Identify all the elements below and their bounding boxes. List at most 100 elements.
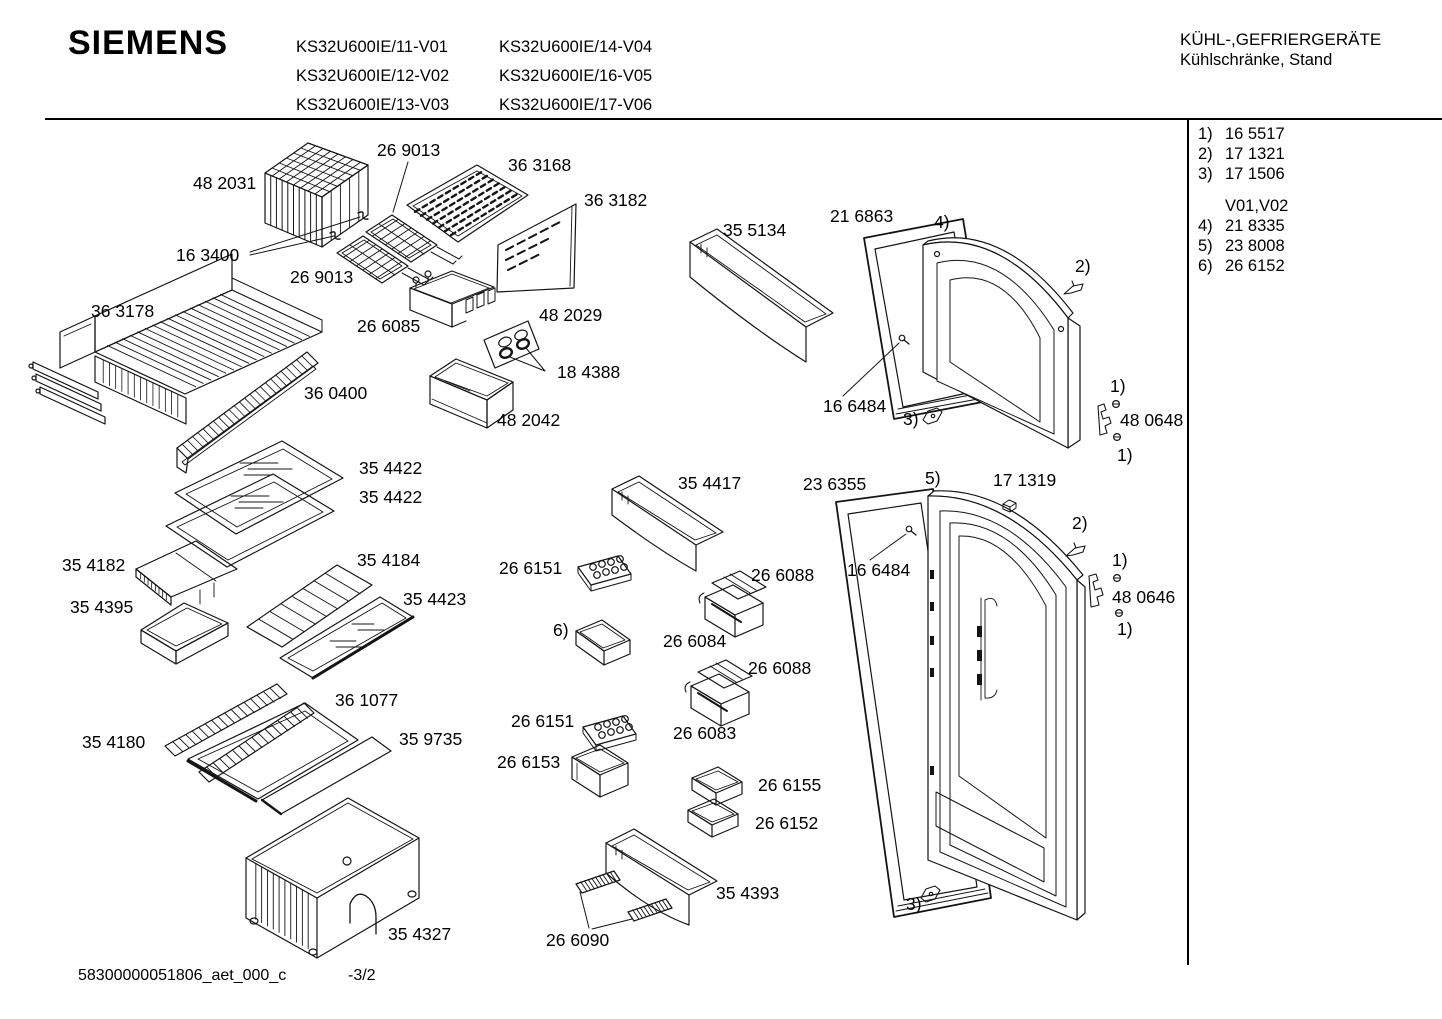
part-label: 5)	[925, 468, 941, 488]
part-label: 36 3168	[508, 155, 572, 175]
freezer-drawer-48-2042	[429, 358, 514, 429]
part-label: 35 4184	[357, 550, 421, 570]
part-label: 4)	[934, 212, 950, 232]
fridge-door	[927, 490, 1086, 921]
part-label: 36 3178	[91, 301, 155, 321]
door-bin-35-4417	[611, 475, 724, 572]
freezer-door-hardware	[842, 280, 1121, 442]
part-label: 35 4393	[716, 883, 780, 903]
tray-35-4395	[140, 602, 229, 665]
part-label: 16 6484	[823, 396, 887, 416]
model-list-col1: KS32U600IE/11-V01 KS32U600IE/12-V02 KS32…	[296, 33, 449, 120]
legend-item: 5)23 8008	[1198, 237, 1285, 255]
part-label: 26 6151	[499, 558, 563, 578]
model-number: KS32U600IE/11-V01	[296, 38, 448, 56]
part-label: 21 6863	[830, 206, 894, 226]
part-label: 26 6090	[546, 930, 610, 950]
glass-shelf-35-4422	[165, 440, 344, 568]
legend-item: 1)16 5517	[1198, 125, 1285, 143]
part-label: 1)	[1110, 376, 1126, 396]
part-label: 35 4422	[359, 487, 423, 507]
part-label: 35 5134	[723, 220, 787, 240]
legend-item: 3)17 1506	[1198, 165, 1285, 183]
fridge-door-hardware	[869, 499, 1123, 903]
part-label: 35 4395	[70, 597, 134, 617]
part-label: 3)	[906, 894, 922, 914]
category-line1: KÜHL-,GEFRIERGERÄTE	[1180, 30, 1382, 49]
part-label: 26 9013	[377, 140, 441, 160]
part-label: 17 1319	[993, 470, 1057, 490]
part-label: 36 1077	[335, 690, 399, 710]
part-label: 1)	[1112, 550, 1128, 570]
control-plate-48-2029	[483, 320, 540, 369]
evaporator-box-48-2031	[264, 142, 369, 248]
crisper-bin-35-4327	[245, 797, 420, 959]
shelf-flap-35-4182	[135, 540, 238, 606]
part-label: 16 6484	[847, 560, 911, 580]
freezer-shelf-grille-36-3168	[406, 164, 529, 243]
part-label: 35 9735	[399, 729, 463, 749]
small-bin-item6	[575, 619, 631, 666]
part-label: 35 4182	[62, 555, 126, 575]
category-title: KÜHL-,GEFRIERGERÄTE Kühlschränke, Stand	[1180, 30, 1381, 70]
part-label: 35 4422	[359, 458, 423, 478]
small-bins-26-6155-26-6152	[687, 766, 743, 838]
page-indicator: -3/2	[348, 967, 376, 984]
vent-grids-26-6090	[575, 870, 673, 930]
part-label: 26 6152	[755, 813, 819, 833]
part-label: 26 6155	[758, 775, 822, 795]
fridge-door-gasket-23-6355	[835, 488, 992, 918]
part-label: 35 4417	[678, 473, 742, 493]
part-label: 48 0648	[1120, 410, 1184, 430]
header-divider	[45, 118, 1442, 120]
butter-dish-26-6084-26-6088	[684, 570, 767, 727]
part-label: 26 6084	[663, 631, 727, 651]
part-label: 23 6355	[803, 474, 867, 494]
ice-tray-26-9013	[249, 161, 463, 286]
legend-divider	[1187, 118, 1189, 965]
trim-strip-36-0400	[176, 351, 319, 474]
part-label: 1)	[1117, 619, 1133, 639]
freezer-floor-shelf-36-3178	[28, 253, 323, 425]
part-label: 35 4180	[82, 732, 146, 752]
part-label: 26 6153	[497, 752, 561, 772]
model-number: KS32U600IE/12-V02	[296, 67, 450, 85]
document-id: 58300000051806_aet_000_c	[78, 967, 287, 984]
part-label: 1)	[1117, 445, 1133, 465]
part-label: 26 6151	[511, 711, 575, 731]
part-label: 26 6085	[357, 316, 421, 336]
grommets-18-4388	[498, 338, 546, 372]
part-label: 48 2042	[497, 410, 561, 430]
legend-item: V01,V02	[1225, 197, 1289, 215]
door-bin-35-4393	[605, 828, 718, 926]
part-label: 26 6088	[751, 565, 815, 585]
ribbed-shelf-35-4184	[246, 564, 373, 648]
part-label: 26 6088	[748, 658, 812, 678]
freezer-door	[922, 237, 1081, 449]
part-label: 26 9013	[290, 267, 354, 287]
category-line2: Kühlschränke, Stand	[1180, 51, 1333, 69]
legend-item: 2)17 1321	[1198, 145, 1285, 163]
legend-item: 6)26 6152	[1198, 257, 1285, 275]
part-label: 36 0400	[304, 383, 368, 403]
deep-bin-26-6153	[571, 744, 629, 798]
part-label: 18 4388	[557, 362, 621, 382]
door-bin-35-5134	[689, 228, 834, 363]
model-number: KS32U600IE/17-V06	[499, 96, 653, 114]
part-label: 48 2031	[193, 173, 257, 193]
part-label: 35 4423	[403, 589, 467, 609]
part-label: 6)	[553, 620, 569, 640]
glass-panel-35-4423	[279, 596, 415, 680]
legend-item: 4)21 8335	[1198, 217, 1285, 235]
part-label: 36 3182	[584, 190, 648, 210]
model-number: KS32U600IE/16-V05	[499, 67, 653, 85]
model-number: KS32U600IE/13-V03	[296, 96, 450, 114]
siemens-logo: SIEMENS	[68, 24, 229, 62]
crisper-cover-strips	[164, 683, 392, 816]
part-label: 2)	[1072, 513, 1088, 533]
model-list-col2: KS32U600IE/14-V04 KS32U600IE/16-V05 KS32…	[499, 33, 652, 120]
back-panel-36-3182	[496, 203, 577, 293]
